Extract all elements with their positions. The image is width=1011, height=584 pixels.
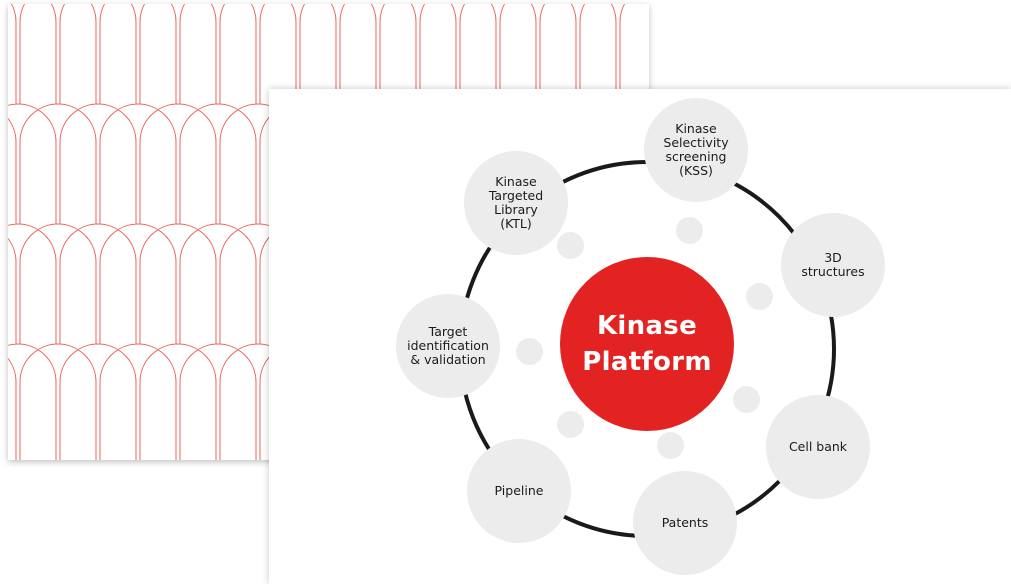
- node-label: Pipeline: [495, 484, 544, 498]
- node-kss[interactable]: Kinase Selectivity screening (KSS): [644, 98, 748, 202]
- node-line: Pipeline: [494, 483, 544, 498]
- node-label: Patents: [662, 516, 709, 530]
- node-line: Patents: [661, 515, 709, 530]
- node-label: Cell bank: [789, 440, 847, 454]
- node-line: & validation: [410, 352, 486, 367]
- node-line: (KSS): [679, 163, 713, 178]
- node-target-identification[interactable]: Target identification & validation: [396, 294, 500, 398]
- node-line: Kinase: [675, 121, 717, 136]
- node-label: Target identification & validation: [407, 325, 489, 367]
- node-line: Targeted: [488, 188, 544, 203]
- node-patents[interactable]: Patents: [633, 471, 737, 575]
- kinase-platform-node: Kinase Platform: [560, 257, 734, 431]
- node-line: (KTL): [500, 216, 532, 231]
- node-line: Cell bank: [788, 439, 848, 454]
- node-line: Selectivity: [663, 135, 729, 150]
- center-line: Platform: [582, 347, 712, 377]
- node-line: Kinase: [495, 174, 537, 189]
- diagram-card: Kinase Platform Kinase Targeted Library …: [269, 89, 1011, 584]
- decor-dot: [746, 283, 773, 310]
- node-line: Target: [428, 324, 468, 339]
- node-3d-structures[interactable]: 3D structures: [781, 213, 885, 317]
- node-cell-bank[interactable]: Cell bank: [766, 395, 870, 499]
- node-line: structures: [801, 264, 865, 279]
- node-line: 3D: [824, 250, 842, 265]
- node-line: identification: [407, 338, 489, 353]
- node-ktl[interactable]: Kinase Targeted Library (KTL): [464, 151, 568, 255]
- node-pipeline[interactable]: Pipeline: [467, 439, 571, 543]
- decor-dot: [733, 386, 760, 413]
- decor-dot: [516, 338, 543, 365]
- node-label: 3D structures: [801, 251, 864, 279]
- node-label: Kinase Targeted Library (KTL): [489, 175, 543, 231]
- decor-dot: [676, 217, 703, 244]
- kinase-platform-label: Kinase Platform: [582, 308, 711, 380]
- node-label: Kinase Selectivity screening (KSS): [663, 122, 728, 178]
- node-line: screening: [665, 149, 727, 164]
- decor-dot: [657, 432, 684, 459]
- decor-dot: [557, 411, 584, 438]
- center-line: Kinase: [596, 311, 698, 341]
- decor-dot: [557, 232, 584, 259]
- node-line: Library: [494, 202, 538, 217]
